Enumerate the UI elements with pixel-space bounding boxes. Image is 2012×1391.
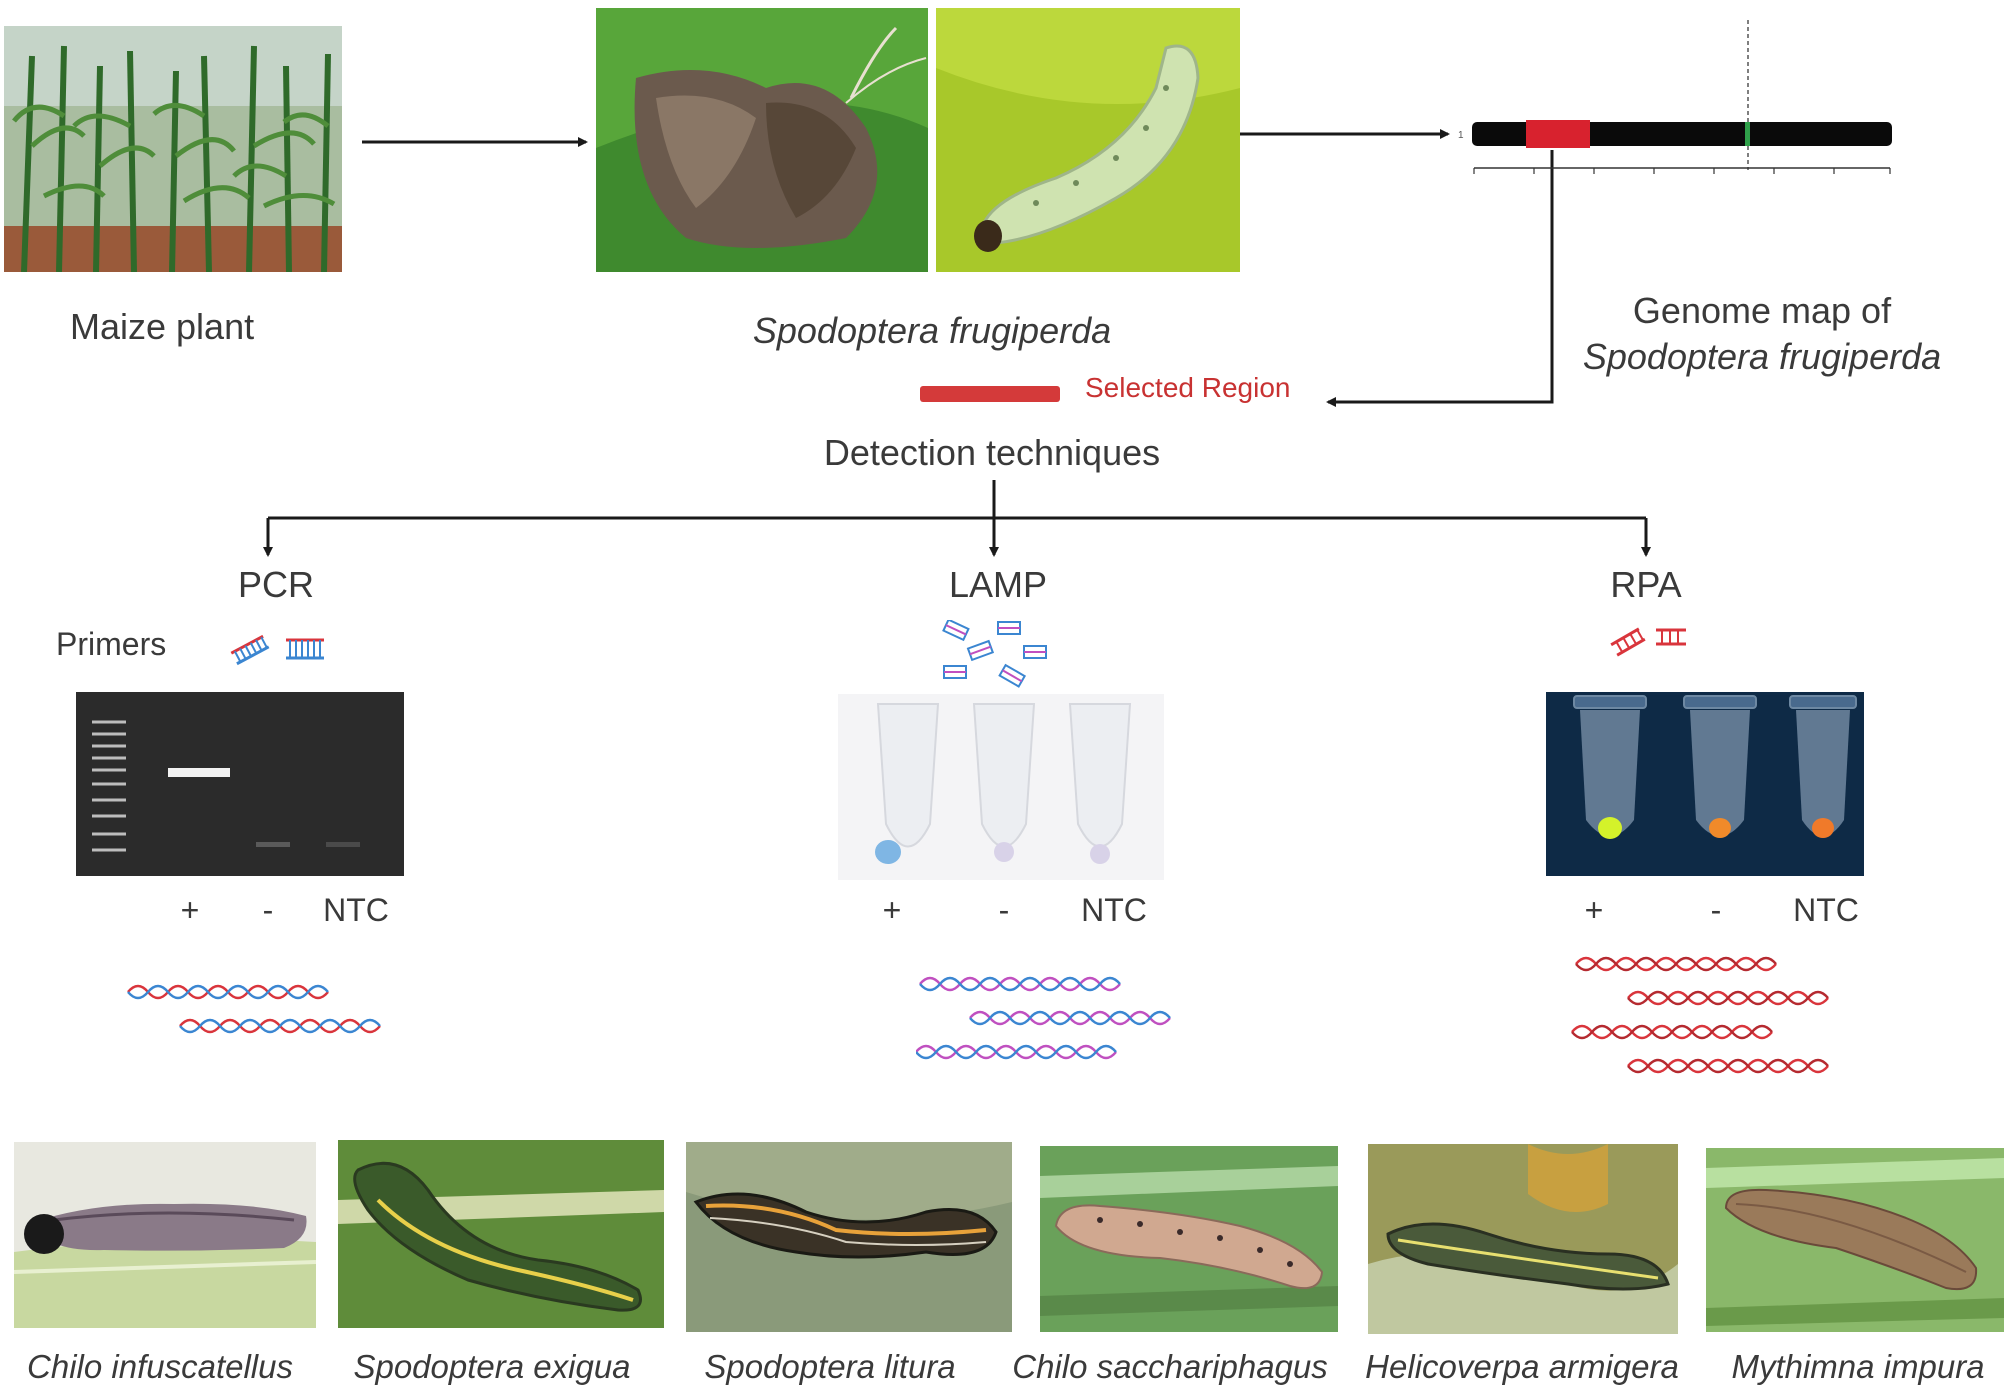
adult-moth-image [596, 8, 928, 272]
species-label-mythimna-impura: Mythimna impura [1731, 1348, 1985, 1385]
lamp-lane-ntc: NTC [1081, 892, 1147, 928]
maize-plant-label: Maize plant [70, 306, 255, 347]
lamp-tubes-image [838, 694, 1164, 880]
sf-species-label: Spodoptera frugiperda [752, 310, 1112, 351]
detection-techniques-title: Detection techniques [823, 432, 1161, 473]
primers-label: Primers [56, 626, 167, 662]
rpa-lane-positive: + [1584, 892, 1604, 928]
species-label-chilo-sacchariphagus: Chilo sacchariphagus [1012, 1348, 1328, 1385]
genome-map-title-line2: Spodoptera frugiperda [1582, 336, 1942, 377]
rpa-positive-fluorescence [1598, 817, 1622, 839]
lamp-lane-positive: + [882, 892, 902, 928]
rpa-dna-strands [1571, 956, 1829, 1074]
species-label-spodoptera-litura: Spodoptera litura [704, 1348, 956, 1385]
svg-text:1: 1 [1458, 130, 1464, 141]
species-label-spodoptera-exigua: Spodoptera exigua [353, 1348, 631, 1385]
arrow-genome-to-region [1326, 150, 1554, 407]
chilo-infuscatellus-image [14, 1142, 316, 1328]
pcr-positive-band [168, 768, 230, 777]
pcr-gel-image [76, 692, 404, 876]
genome-map: 1 [1458, 20, 1892, 174]
rpa-label: RPA [1610, 564, 1682, 605]
lamp-primers-icon [942, 620, 1047, 688]
species-label-helicoverpa-armigera: Helicoverpa armigera [1365, 1348, 1679, 1385]
selected-region-on-map [1526, 120, 1590, 148]
marker-green [1745, 122, 1750, 146]
mythimna-impura-image [1706, 1148, 2004, 1332]
spodoptera-exigua-image [338, 1140, 664, 1328]
lamp-label: LAMP [948, 564, 1048, 605]
pcr-primers-icon [230, 634, 324, 666]
pcr-label: PCR [237, 564, 315, 605]
rpa-lane-ntc: NTC [1793, 892, 1859, 928]
pcr-lane-ntc: NTC [323, 892, 389, 928]
genome-map-title-line1: Genome map of [1632, 290, 1892, 331]
rpa-primers-icon [1610, 627, 1686, 657]
lamp-lane-negative: - [998, 892, 1010, 928]
pcr-lane-negative: - [262, 892, 274, 928]
pcr-lane-positive: + [180, 892, 200, 928]
lamp-dna-strands [916, 976, 1171, 1060]
rpa-lane-negative: - [1710, 892, 1722, 928]
rpa-tubes-image [1546, 692, 1864, 876]
selected-region-label: Selected Region [1085, 372, 1291, 403]
helicoverpa-armigera-image [1368, 1144, 1678, 1334]
maize-plant-image [4, 26, 342, 272]
spodoptera-litura-image [686, 1142, 1012, 1332]
larva-image [936, 8, 1240, 272]
chilo-sacchariphagus-image [1040, 1146, 1338, 1332]
species-label-chilo-infuscatellus: Chilo infuscatellus [27, 1348, 293, 1385]
selected-region-swatch [920, 386, 1060, 402]
pcr-dna-strands [127, 984, 381, 1034]
lamp-positive-color [875, 840, 901, 864]
